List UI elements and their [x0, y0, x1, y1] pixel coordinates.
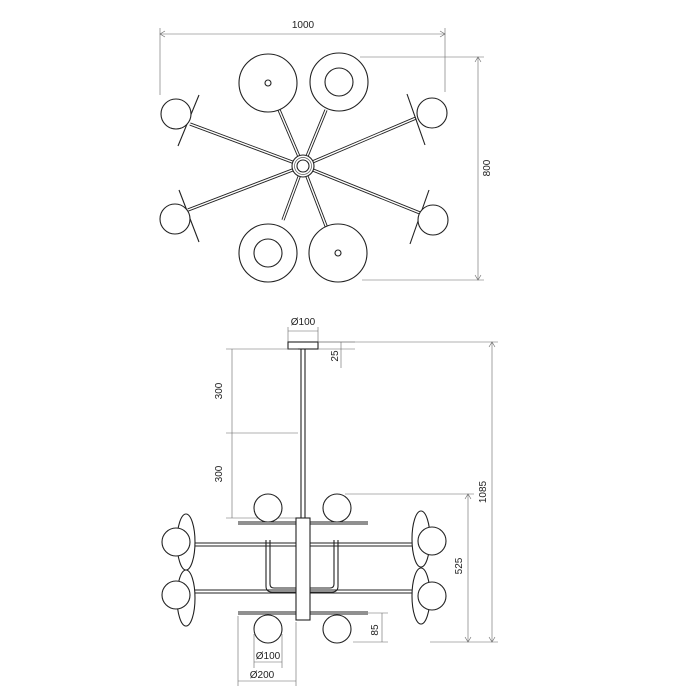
disc-diameter-dimension: Ø200 — [237, 616, 297, 686]
body-height-dimension: 525 — [345, 493, 474, 643]
disc-diameter-label: Ø200 — [250, 670, 275, 681]
ceiling-canopy — [287, 341, 319, 350]
upper-globes — [253, 493, 352, 523]
width-label: 1000 — [292, 20, 315, 31]
suspension-stem — [300, 349, 306, 518]
width-dimension: 1000 — [159, 20, 446, 95]
canopy-height-dimension: 25 — [318, 341, 355, 368]
side-view: Ø100 25 300 300 — [161, 317, 498, 686]
depth-label: 800 — [482, 159, 493, 176]
globe-offset-label: 85 — [370, 624, 381, 636]
canopy-diameter-dimension: Ø100 — [287, 317, 319, 342]
total-height-label: 1085 — [478, 480, 489, 503]
globe-offset-dimension: 85 — [353, 612, 388, 643]
top-view-globes — [159, 93, 449, 245]
fixture-body — [188, 517, 422, 621]
top-view-hub — [291, 154, 315, 178]
lower-globes — [253, 614, 352, 644]
top-view: 1000 800 — [159, 20, 493, 283]
globe-diameter-dimension: Ø100 — [253, 634, 283, 668]
stem-lower-label: 300 — [214, 465, 225, 482]
depth-dimension: 800 — [360, 56, 493, 281]
top-view-arms — [187, 83, 421, 253]
body-height-label: 525 — [454, 557, 465, 574]
canopy-diameter-label: Ø100 — [291, 317, 316, 328]
canopy-height-label: 25 — [330, 350, 341, 362]
total-height-dimension: 1085 — [318, 341, 498, 643]
side-shades — [161, 510, 447, 627]
top-view-discs — [238, 52, 369, 283]
stem-dimensions: 300 300 — [214, 348, 298, 519]
globe-diameter-label: Ø100 — [256, 651, 281, 662]
stem-upper-label: 300 — [214, 382, 225, 399]
